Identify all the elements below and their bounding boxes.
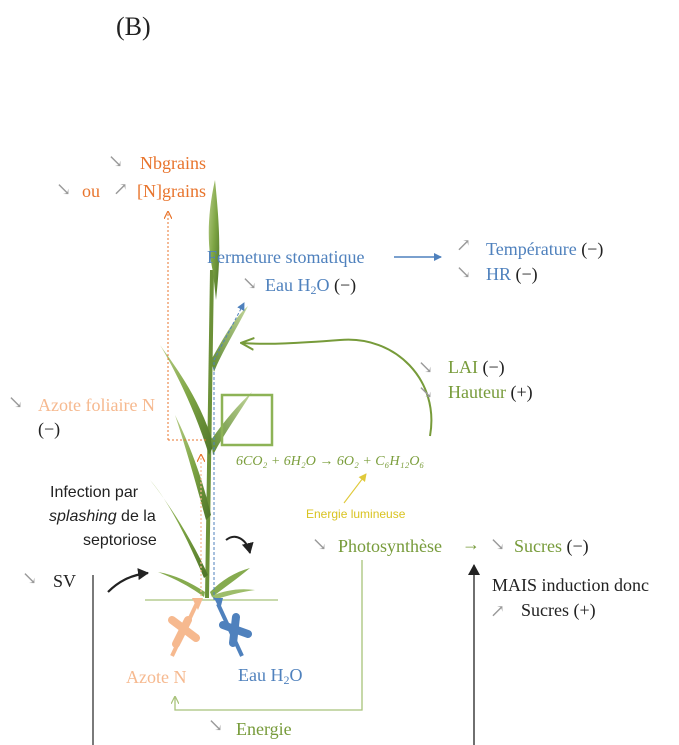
sucres-plus-label: Sucres (+) [521, 600, 596, 620]
hr-label: HR (−) [486, 264, 538, 284]
lai-label: LAI (−) [448, 357, 505, 377]
photosynthesis-equation: 6CO₂ + 6H₂O → 6O₂ + C₆H₁₂O₆ [236, 454, 425, 469]
up-arrow-icon: ↗ [490, 601, 506, 621]
down-arrow-icon: ↘ [418, 382, 434, 402]
energie-lumineuse-label: Energie lumineuse [306, 507, 406, 521]
down-arrow-icon: ↘ [8, 392, 24, 412]
stem-curved-arrow [225, 535, 254, 554]
down-arrow-icon: ↘ [418, 357, 434, 377]
ou-label: ou [82, 181, 100, 201]
water-uptake-blocked-icon [214, 598, 252, 657]
energy-loop-arrow [175, 560, 363, 711]
nbgrains-label: Nbgrains [140, 153, 206, 173]
fermeture-stomatique-label: Fermeture stomatique [207, 247, 365, 267]
sv-label: SV [53, 571, 77, 591]
down-arrow-icon: ↘ [242, 273, 258, 293]
n-grains-label: [N]grains [137, 181, 206, 201]
down-arrow-icon: ↘ [208, 715, 224, 735]
up-arrow-icon: ↗ [456, 235, 472, 255]
eau-h2o-bottom-label: Eau H2O [238, 665, 303, 687]
down-arrow-icon: ↘ [22, 568, 38, 588]
splashing-curved-arrow [107, 568, 149, 593]
wheat-plant [150, 180, 274, 600]
azote-n-label: Azote N [126, 667, 187, 687]
panel-label: (B) [116, 12, 151, 41]
temperature-label: Température (−) [486, 239, 604, 259]
down-arrow-icon: ↘ [108, 151, 124, 171]
azote-foliaire-sign: (−) [38, 419, 61, 439]
hauteur-label: Hauteur (+) [448, 382, 533, 402]
down-arrow-icon: ↘ [56, 179, 72, 199]
right-arrow-icon: → [462, 534, 480, 554]
down-arrow-icon: ↘ [456, 262, 472, 282]
lai-to-plant-arrow [242, 340, 433, 437]
down-arrow-icon: ↘ [312, 534, 328, 554]
up-arrow-icon: ↗ [113, 179, 129, 199]
infection-line1: Infection par [50, 484, 139, 501]
azote-foliaire-label: Azote foliaire N [38, 395, 155, 415]
water-up-stem-arrow [213, 302, 245, 600]
down-arrow-icon: ↘ [490, 534, 506, 554]
energie-label: Energie [236, 719, 292, 739]
mais-induction-label: MAIS induction donc [492, 575, 649, 595]
photosynthese-label: Photosynthèse [338, 536, 443, 556]
azote-uptake-blocked-icon [168, 598, 203, 657]
sucres-label: Sucres (−) [514, 536, 589, 556]
infection-line3: septoriose [83, 532, 157, 549]
infection-line2: splashing de la [49, 508, 156, 525]
light-energy-arrow [343, 473, 367, 504]
eau-h2o-upper-label: Eau H2O (−) [265, 275, 357, 297]
